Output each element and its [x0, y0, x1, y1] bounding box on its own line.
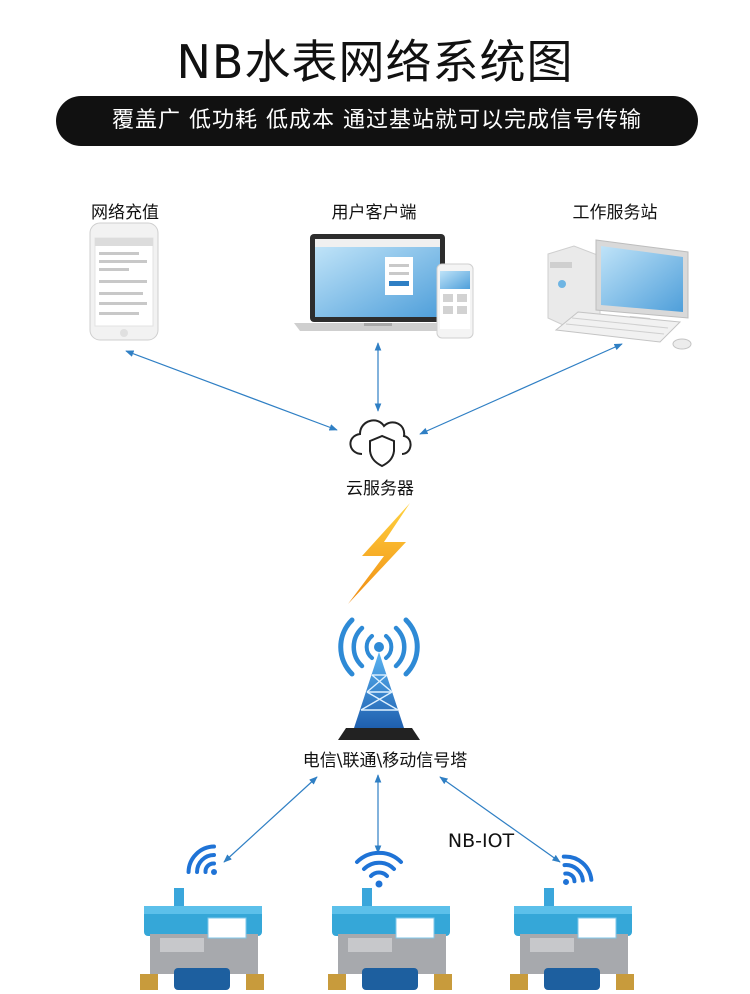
- recharge-label: 网络充值: [91, 203, 159, 223]
- water-meter-right: [510, 888, 634, 990]
- water-meter-left: [140, 888, 264, 990]
- page-title: NB水表网络系统图: [176, 35, 574, 89]
- signal-tower-icon: [338, 617, 420, 740]
- water-meter-center: [328, 888, 452, 990]
- lightning-bolt-icon: [348, 503, 410, 604]
- workstation-label: 工作服务站: [572, 203, 658, 223]
- wifi-signal-icon-right: [561, 854, 594, 885]
- wifi-signal-icon-left: [186, 844, 217, 875]
- tower-label: 电信\联通\移动信号塔: [302, 751, 468, 771]
- arrow-workstation-cloud: [419, 343, 623, 435]
- client-label: 用户客户端: [331, 203, 417, 223]
- smartphone-icon: [89, 222, 159, 341]
- desktop-computer-icon: [547, 239, 692, 350]
- wifi-signal-icon-center: [355, 850, 403, 888]
- cloud-label: 云服务器: [346, 479, 414, 499]
- arrow-tower-meter-left: [223, 776, 318, 863]
- connection-arrows: [125, 342, 623, 863]
- cloud-server-icon: [349, 419, 412, 468]
- arrow-recharge-cloud: [125, 350, 338, 431]
- subtitle-banner: 覆盖广 低功耗 低成本 通过基站就可以完成信号传输: [56, 96, 698, 146]
- arrow-tower-meter-right: [439, 776, 561, 863]
- mobile-phone-icon: [436, 263, 474, 339]
- laptop-icon: [294, 234, 462, 331]
